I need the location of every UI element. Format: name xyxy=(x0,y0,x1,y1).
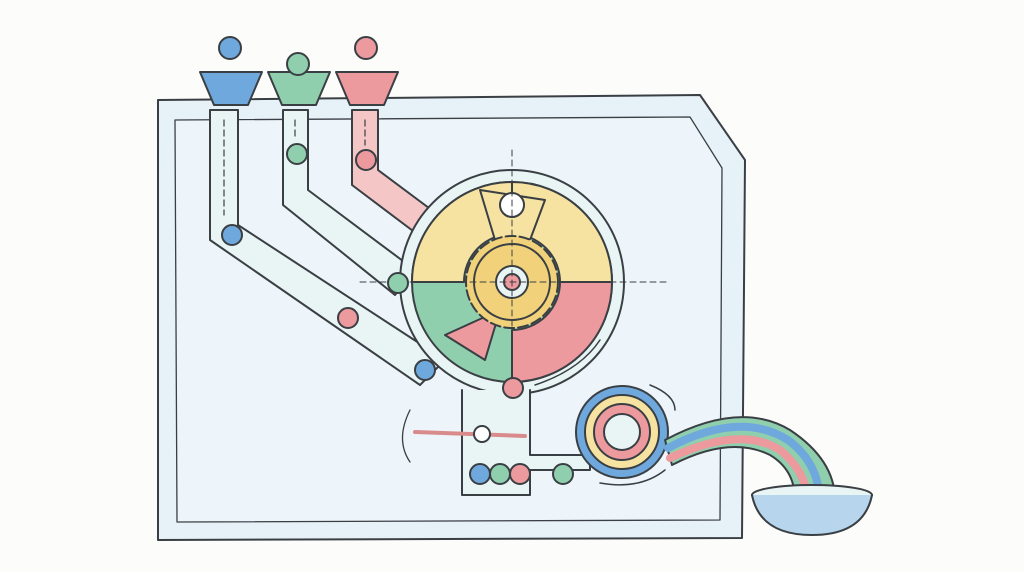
green-ball xyxy=(286,143,308,165)
blue-ball xyxy=(414,359,436,381)
sorting-wheel xyxy=(359,149,671,421)
funnel-pink xyxy=(335,71,399,106)
green-ball xyxy=(286,52,310,76)
funnel-blue xyxy=(199,71,263,106)
pink-ball xyxy=(502,377,524,399)
blue-ball xyxy=(221,224,243,246)
pink-ball xyxy=(337,307,359,329)
green-ball xyxy=(387,272,409,294)
funnel-green xyxy=(267,71,331,106)
pink-ball xyxy=(509,463,531,485)
lever xyxy=(401,409,527,463)
blue-ball xyxy=(469,463,491,485)
spiral-icon xyxy=(575,384,676,479)
blue-ball xyxy=(218,36,242,60)
green-ball xyxy=(489,463,511,485)
green-ball xyxy=(552,463,574,485)
pink-ball xyxy=(354,36,378,60)
pink-ball xyxy=(355,149,377,171)
